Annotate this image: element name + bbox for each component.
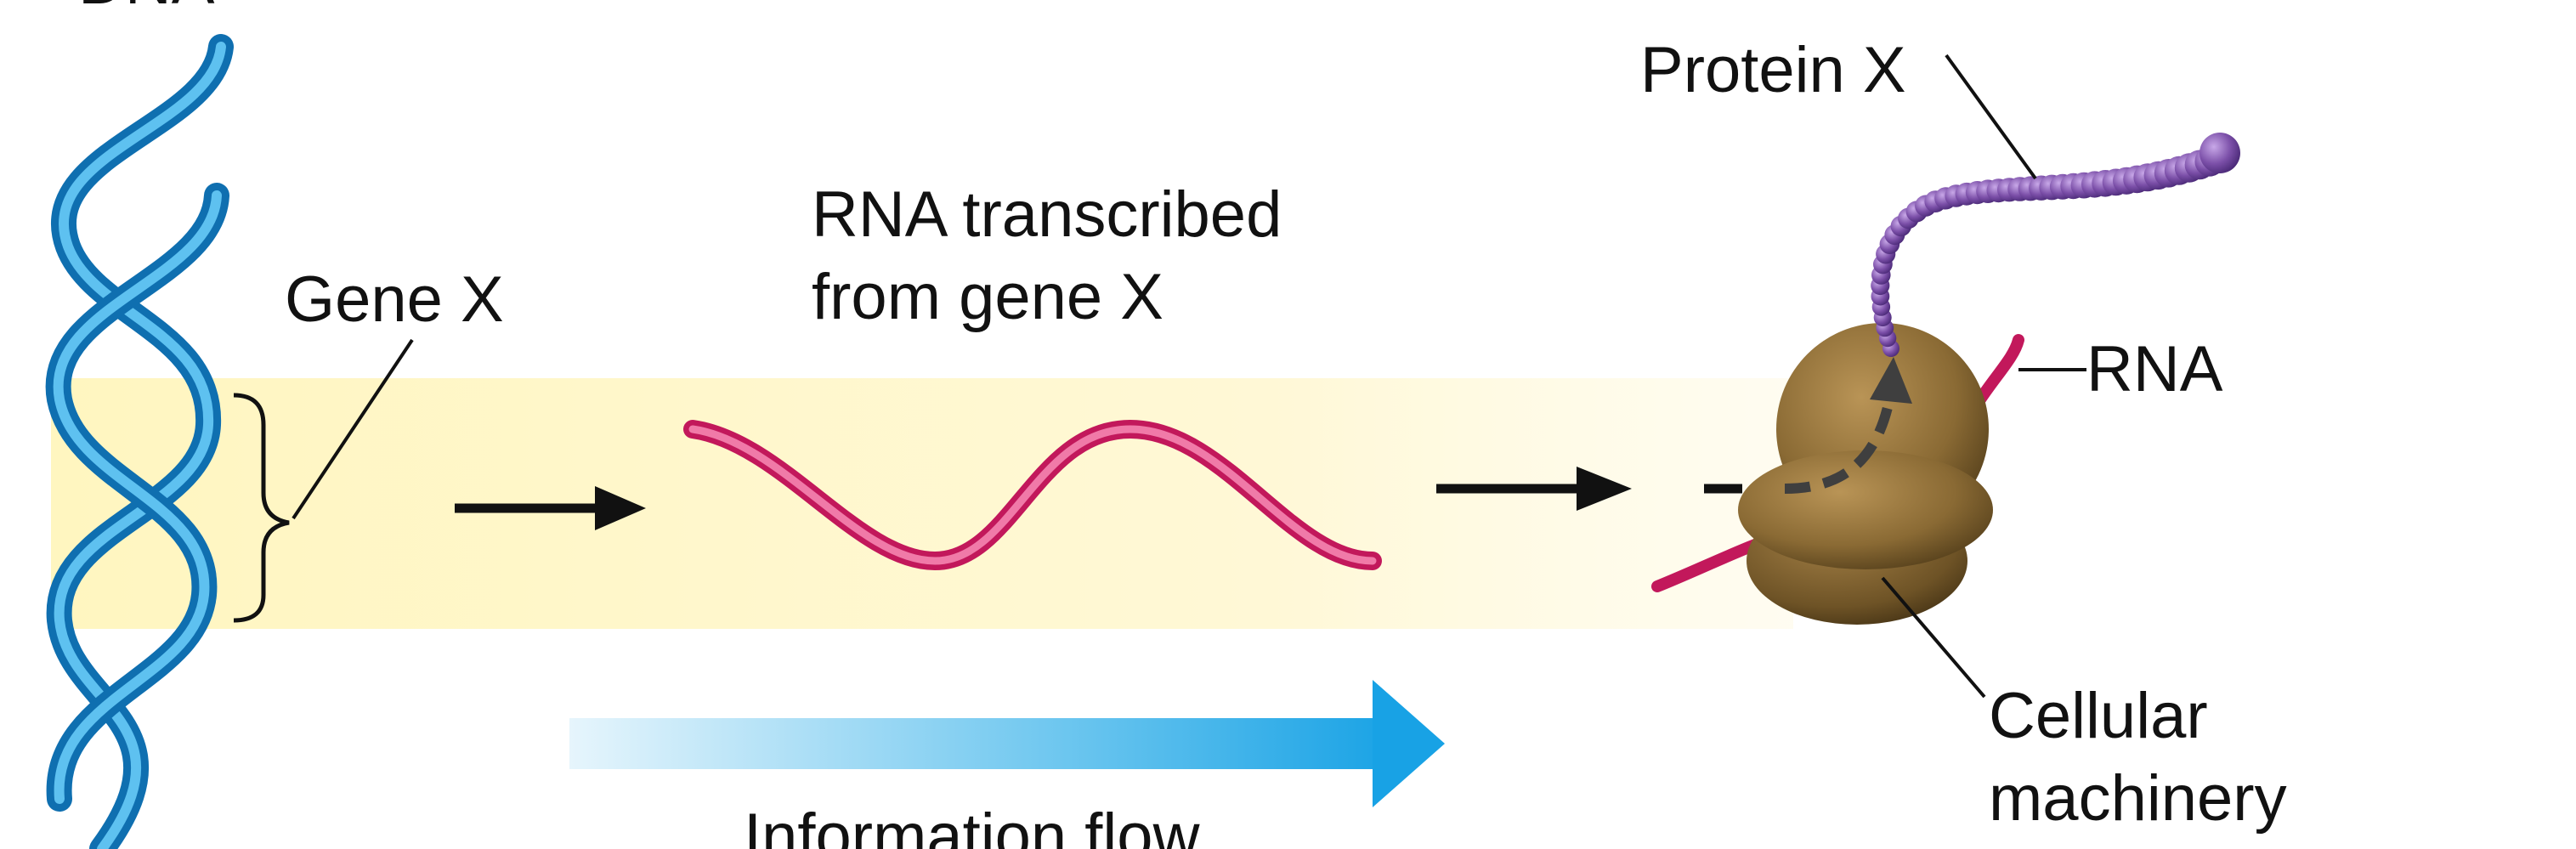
information-flow-arrow xyxy=(569,680,1445,807)
information-flow-label: Information flow xyxy=(744,801,1201,849)
gene-label: Gene X xyxy=(285,263,504,336)
machinery-leader-line xyxy=(1881,576,1986,699)
rna-ribbon xyxy=(683,419,1382,571)
arrow-rna-to-protein xyxy=(1436,467,1742,511)
rna-transcribed-label-line2: from gene X xyxy=(812,261,1163,333)
protein-chain xyxy=(1871,133,2240,357)
rna-transcribed-label-line1: RNA transcribed xyxy=(812,178,1282,251)
protein-bead-end xyxy=(2200,133,2240,173)
gene-leader-line xyxy=(292,338,414,520)
gene-highlight-band xyxy=(51,378,1793,629)
gene-brace xyxy=(233,393,290,623)
ribosome xyxy=(1651,323,2024,625)
rna-label: RNA xyxy=(2086,333,2223,405)
machinery-label-line1: Cellular xyxy=(1989,680,2208,752)
machinery-label-line2: machinery xyxy=(1989,762,2287,835)
arrow-dna-to-rna xyxy=(455,486,646,530)
protein-leader-line xyxy=(1945,54,2037,180)
protein-label: Protein X xyxy=(1640,34,1906,106)
dna-label: DNA xyxy=(78,0,215,18)
dna-helix xyxy=(45,34,234,849)
